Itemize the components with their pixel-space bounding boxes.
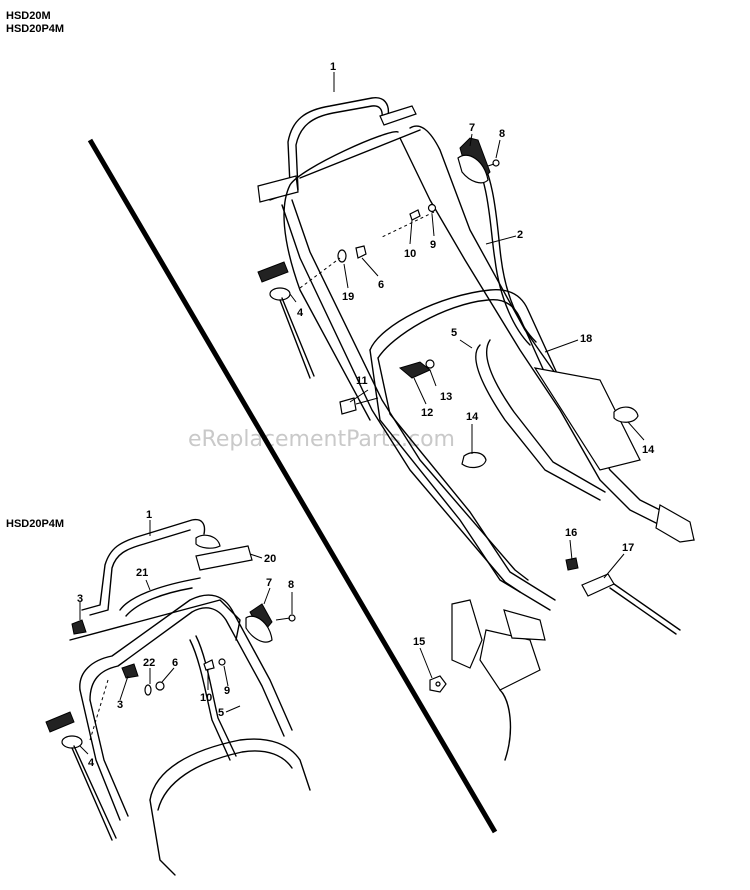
inset-callout-22: 22 xyxy=(143,657,155,669)
callout-13: 13 xyxy=(440,391,452,403)
callout-11: 11 xyxy=(356,375,368,387)
callout-5: 5 xyxy=(451,327,457,339)
inset-callout-10: 10 xyxy=(200,692,212,704)
callout-10: 10 xyxy=(404,248,416,260)
model-label-hsd20m: HSD20M xyxy=(6,10,51,22)
inset-callout-1: 1 xyxy=(146,509,152,521)
callout-2: 2 xyxy=(517,229,523,241)
callout-8: 8 xyxy=(499,128,505,140)
inset-callout-8: 8 xyxy=(288,579,294,591)
callout-1: 1 xyxy=(330,61,336,73)
callout-6: 6 xyxy=(378,279,384,291)
inset-callouts: 1 20 21 3 7 8 22 6 3 10 9 5 4 xyxy=(77,509,294,769)
callout-7: 7 xyxy=(469,122,475,134)
inset-callout-5: 5 xyxy=(218,707,224,719)
model-label-hsd20p4m: HSD20P4M xyxy=(6,23,65,35)
model-label-main: HSD20M HSD20P4M xyxy=(6,10,64,36)
callout-9: 9 xyxy=(430,239,436,251)
watermark-text: eReplacementParts.com xyxy=(188,427,455,452)
callout-14-bracket: 14 xyxy=(642,444,655,456)
section-divider-line xyxy=(87,138,498,834)
callout-4: 4 xyxy=(297,307,304,319)
inset-callout-20: 20 xyxy=(264,553,276,565)
inset-callout-3-bottom: 3 xyxy=(117,699,123,711)
inset-callout-6: 6 xyxy=(172,657,178,669)
inset-callout-21: 21 xyxy=(136,567,148,579)
inset-callout-3-top: 3 xyxy=(77,593,83,605)
inset-leader-lines xyxy=(79,520,293,755)
inset-callout-7: 7 xyxy=(266,577,272,589)
callout-17: 17 xyxy=(622,542,634,554)
inset-callout-4: 4 xyxy=(88,757,95,769)
callout-15: 15 xyxy=(413,636,425,648)
model-label-inset: HSD20P4M xyxy=(6,518,65,530)
main-leader-lines xyxy=(289,72,645,679)
callout-16: 16 xyxy=(565,527,577,539)
callout-12: 12 xyxy=(421,407,433,419)
callout-19: 19 xyxy=(342,291,354,303)
main-handle-assembly xyxy=(257,97,695,761)
inset-handle-assembly xyxy=(45,518,311,876)
callout-18: 18 xyxy=(580,333,592,345)
main-callouts: 1 7 8 2 10 9 19 6 4 5 18 11 13 12 14 14 … xyxy=(297,61,655,648)
callout-14-handle: 14 xyxy=(466,411,479,423)
inset-callout-9: 9 xyxy=(224,685,230,697)
